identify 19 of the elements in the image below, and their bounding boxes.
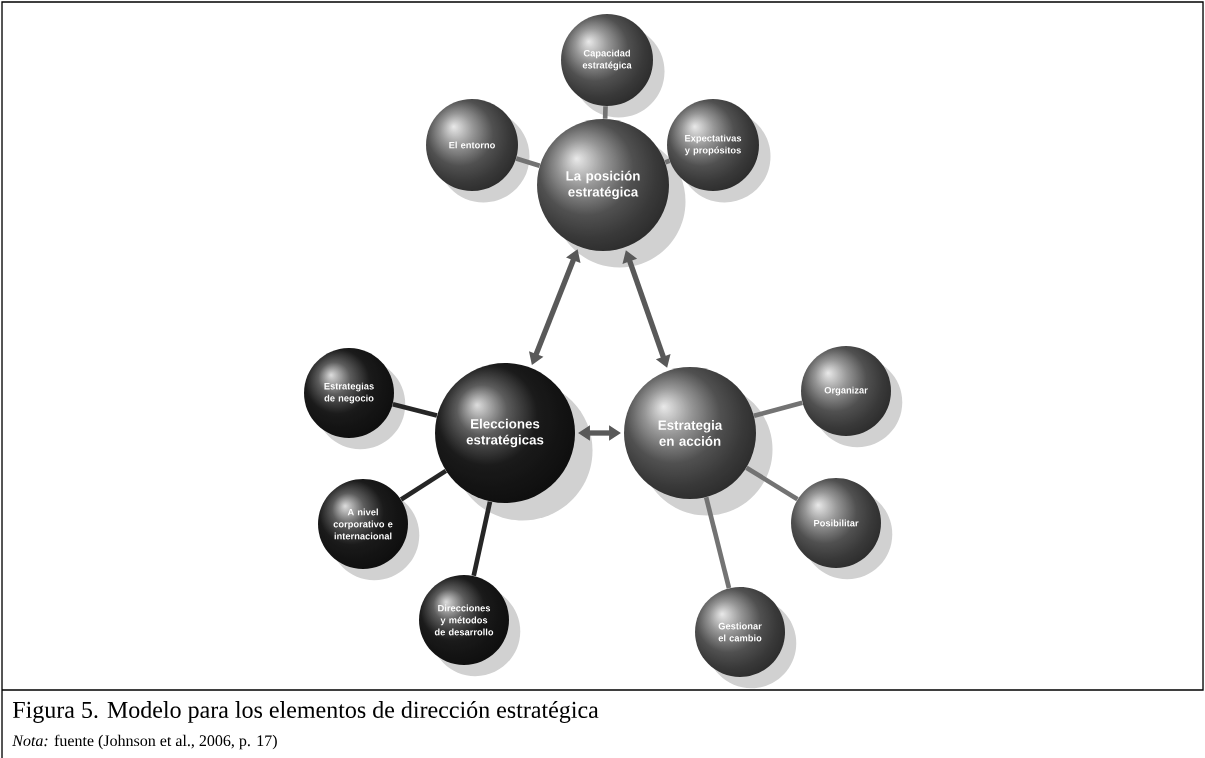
sphere: La posición estratégica <box>537 119 686 268</box>
connector-line <box>745 465 799 502</box>
sphere: Elecciones estratégicas <box>435 363 593 521</box>
sphere: Posibilitar <box>791 478 893 580</box>
connector-line <box>664 158 671 165</box>
sphere: Estrategias de negocio <box>304 348 406 450</box>
connector-line <box>602 106 608 119</box>
connector-line <box>399 468 448 502</box>
note-text: Nota: fuente (Johnson et al., 2006, p. 17) <box>12 734 277 750</box>
sphere: El entorno <box>426 99 530 203</box>
sphere: A nivel corporativo e internacional <box>318 479 420 581</box>
connector-line <box>703 496 732 589</box>
sphere: Organizar <box>801 346 903 448</box>
connector-line <box>515 156 541 168</box>
connector-line <box>392 401 438 418</box>
connector-line <box>471 501 493 577</box>
connector-line <box>753 400 803 419</box>
figure-caption: Figura 5. Modelo para los elementos de dirección estratégica <box>12 701 599 723</box>
sphere: Direcciones y métodos de desarrollo <box>419 575 521 677</box>
